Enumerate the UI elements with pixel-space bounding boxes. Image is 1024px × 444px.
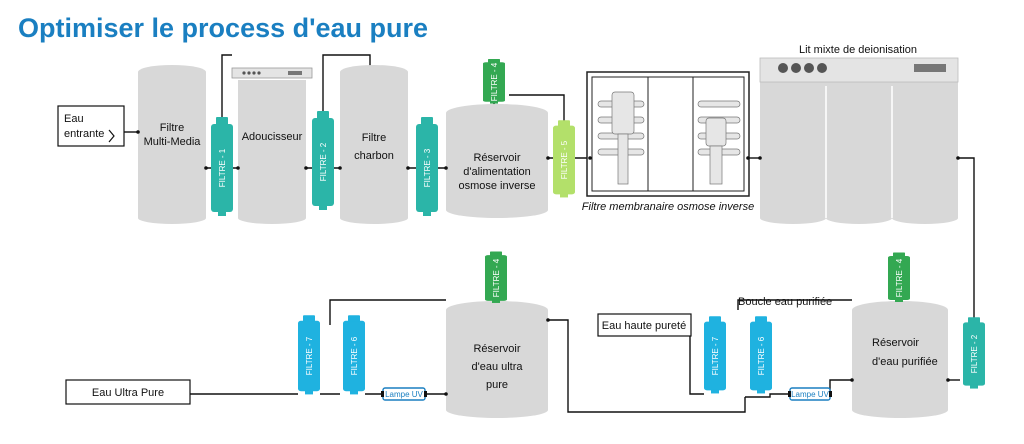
filter-4-right-label: FILTRE - 4 [895,258,904,297]
tank-adoucisseur-label: Adoucisseur [242,131,303,143]
boucle-label: Boucle eau purifiée [738,296,832,308]
eau-ultra-label: Eau Ultra Pure [92,387,164,399]
filter-5: FILTRE - 5 [553,120,575,198]
reservoir-purifiee-label-1: Réservoir [872,337,919,349]
filter-7-left-label: FILTRE - 7 [305,336,314,375]
reservoir-ultra-label-2: d'eau ultra [471,361,523,373]
uv-lamp-right: Lampe UV [788,387,832,401]
filter-6-right-label: FILTRE - 6 [757,336,766,375]
tank-reservoir-alimentation: Réservoir d'alimentation osmose inverse [446,104,548,218]
tank-reservoir-purifiee: Réservoir d'eau purifiée [852,301,948,418]
filter-5-label: FILTRE - 5 [560,140,569,179]
filter-2-label: FILTRE - 2 [319,142,328,181]
uv-lamp-left-label: Lampe UV [385,390,423,399]
eau-ultra-box: Eau Ultra Pure [65,379,191,405]
tank-multimedia-label-2: Multi-Media [144,136,202,148]
eau-haute-box: Eau haute pureté [597,313,692,337]
reservoir-ultra-label-1: Réservoir [473,343,520,355]
filter-3: FILTRE - 3 [416,117,438,216]
filter-6-left-label: FILTRE - 6 [350,336,359,375]
filter-7-right-label: FILTRE - 7 [711,336,720,375]
softener-controller [231,67,313,79]
lit-mixte-label: Lit mixte de deionisation [799,44,917,56]
filter-4-right: FILTRE - 4 [888,252,910,302]
filter-7-right: FILTRE - 7 [704,316,726,394]
membrane-label: Filtre membranaire osmose inverse [582,201,754,213]
tank-reservoir-ultra: Réservoir d'eau ultra pure [446,301,548,418]
reservoir-alim-label-1: Réservoir [473,152,520,164]
pipe-joints [136,130,960,396]
tank-multimedia: Filtre Multi-Media [138,65,206,224]
filter-2-right-label: FILTRE - 2 [970,334,979,373]
eau-haute-label: Eau haute pureté [602,320,686,332]
filter-2: FILTRE - 2 [312,111,334,210]
membrane-unit [586,71,750,197]
filter-1-label: FILTRE - 1 [218,148,227,187]
filter-6-right: FILTRE - 6 [750,316,772,394]
filter-4-top-label: FILTRE - 4 [490,62,499,101]
filter-2-right: FILTRE - 2 [963,317,985,389]
reservoir-alim-label-2: d'alimentation [463,166,531,178]
filter-4-mid-label: FILTRE - 4 [492,258,501,297]
filter-4-top: FILTRE - 4 [483,59,505,104]
inlet-label-2: entrante [64,128,104,140]
inlet-label-1: Eau [64,113,84,125]
tank-adoucisseur: Adoucisseur [238,80,306,224]
inlet-box: Eau entrante [57,105,125,147]
filter-6-left: FILTRE - 6 [343,315,365,395]
filter-4-mid: FILTRE - 4 [485,251,507,303]
tank-lit-mixte [759,57,959,224]
uv-lamp-left: Lampe UV [381,387,427,401]
tank-charbon: Filtre charbon [340,65,408,224]
filter-7-left: FILTRE - 7 [298,315,320,395]
filter-1: FILTRE - 1 [211,117,233,216]
reservoir-ultra-label-3: pure [486,379,508,391]
tank-charbon-label-1: Filtre [362,132,386,144]
reservoir-alim-label-3: osmose inverse [458,180,535,192]
tank-charbon-label-2: charbon [354,150,394,162]
uv-lamp-right-label: Lampe UV [791,390,829,399]
tank-multimedia-label-1: Filtre [160,122,184,134]
filter-3-label: FILTRE - 3 [423,148,432,187]
reservoir-purifiee-label-2: d'eau purifiée [872,356,938,368]
page-title: Optimiser le process d'eau pure [18,13,428,43]
